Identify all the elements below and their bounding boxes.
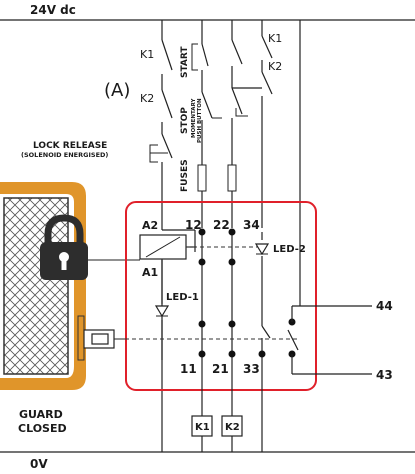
k1-coil — [191, 415, 213, 437]
led-2-label: LED-2 — [273, 244, 306, 255]
lock-release-contact — [161, 133, 173, 159]
a1-label: A1 — [142, 266, 158, 279]
stop-label: STOP — [180, 107, 190, 134]
output-43-label: 43 — [376, 368, 393, 382]
led-1-label: LED-1 — [166, 292, 199, 303]
start-stop-column — [191, 20, 222, 228]
contactor-coil-wiring — [201, 360, 263, 452]
lock-release-label: LOCK RELEASE — [33, 141, 107, 151]
guard-label: GUARD — [19, 408, 63, 421]
safety-relay-frame — [125, 201, 317, 391]
k1-coil-label: K1 — [195, 422, 210, 433]
terminal-dots — [198, 228, 296, 358]
annotation-a: (A) — [104, 80, 130, 101]
start-label: START — [180, 46, 190, 78]
terminal-12: 12 — [185, 218, 202, 232]
k1-left-label: K1 — [140, 48, 154, 61]
k1-right-label: K1 — [268, 32, 282, 45]
guard-mesh — [3, 197, 69, 375]
k2-left-label: K2 — [140, 92, 154, 105]
padlock-icon — [40, 214, 88, 280]
k1-left-contact — [161, 39, 173, 71]
k2-right-contact — [261, 71, 273, 95]
terminal-11: 11 — [180, 362, 197, 376]
top-rail-label: 24V dc — [30, 3, 76, 17]
right-control-column — [232, 20, 301, 300]
fuses-label: FUSES — [180, 159, 190, 192]
k2-left-contact — [161, 89, 173, 119]
guard-door — [0, 182, 86, 390]
k2-coil — [221, 415, 243, 437]
start-button-bracket — [191, 43, 198, 71]
guard-sub-label: CLOSED — [18, 422, 67, 435]
fuse-1 — [197, 164, 207, 192]
fuse-2 — [227, 164, 237, 192]
start-contact — [201, 43, 209, 67]
terminal-34: 34 — [243, 218, 260, 232]
a2-label: A2 — [142, 219, 158, 232]
k2-coil-label: K2 — [225, 422, 240, 433]
k2-right-label: K2 — [268, 60, 282, 73]
momentary-contact — [231, 87, 243, 115]
bottom-rail-label: 0V — [30, 457, 48, 471]
lock-release-sub-label: (SOLENOID ENERGISED) — [21, 151, 108, 159]
led-2-icon — [254, 243, 270, 256]
output-44-label: 44 — [376, 299, 393, 313]
guard-switch-actuator — [77, 315, 125, 361]
output-contact-43-44 — [287, 300, 372, 375]
led-1-icon — [154, 305, 170, 318]
terminal-33: 33 — [243, 362, 260, 376]
momentary-label: MOMENTARY — [191, 98, 197, 138]
k1-right-contact — [261, 35, 273, 59]
second-supply-column — [227, 20, 248, 228]
stop-contact — [201, 91, 213, 119]
terminal-21: 21 — [212, 362, 229, 376]
push-button-label: PUSH BUTTON — [197, 98, 203, 143]
terminal-22: 22 — [213, 218, 230, 232]
